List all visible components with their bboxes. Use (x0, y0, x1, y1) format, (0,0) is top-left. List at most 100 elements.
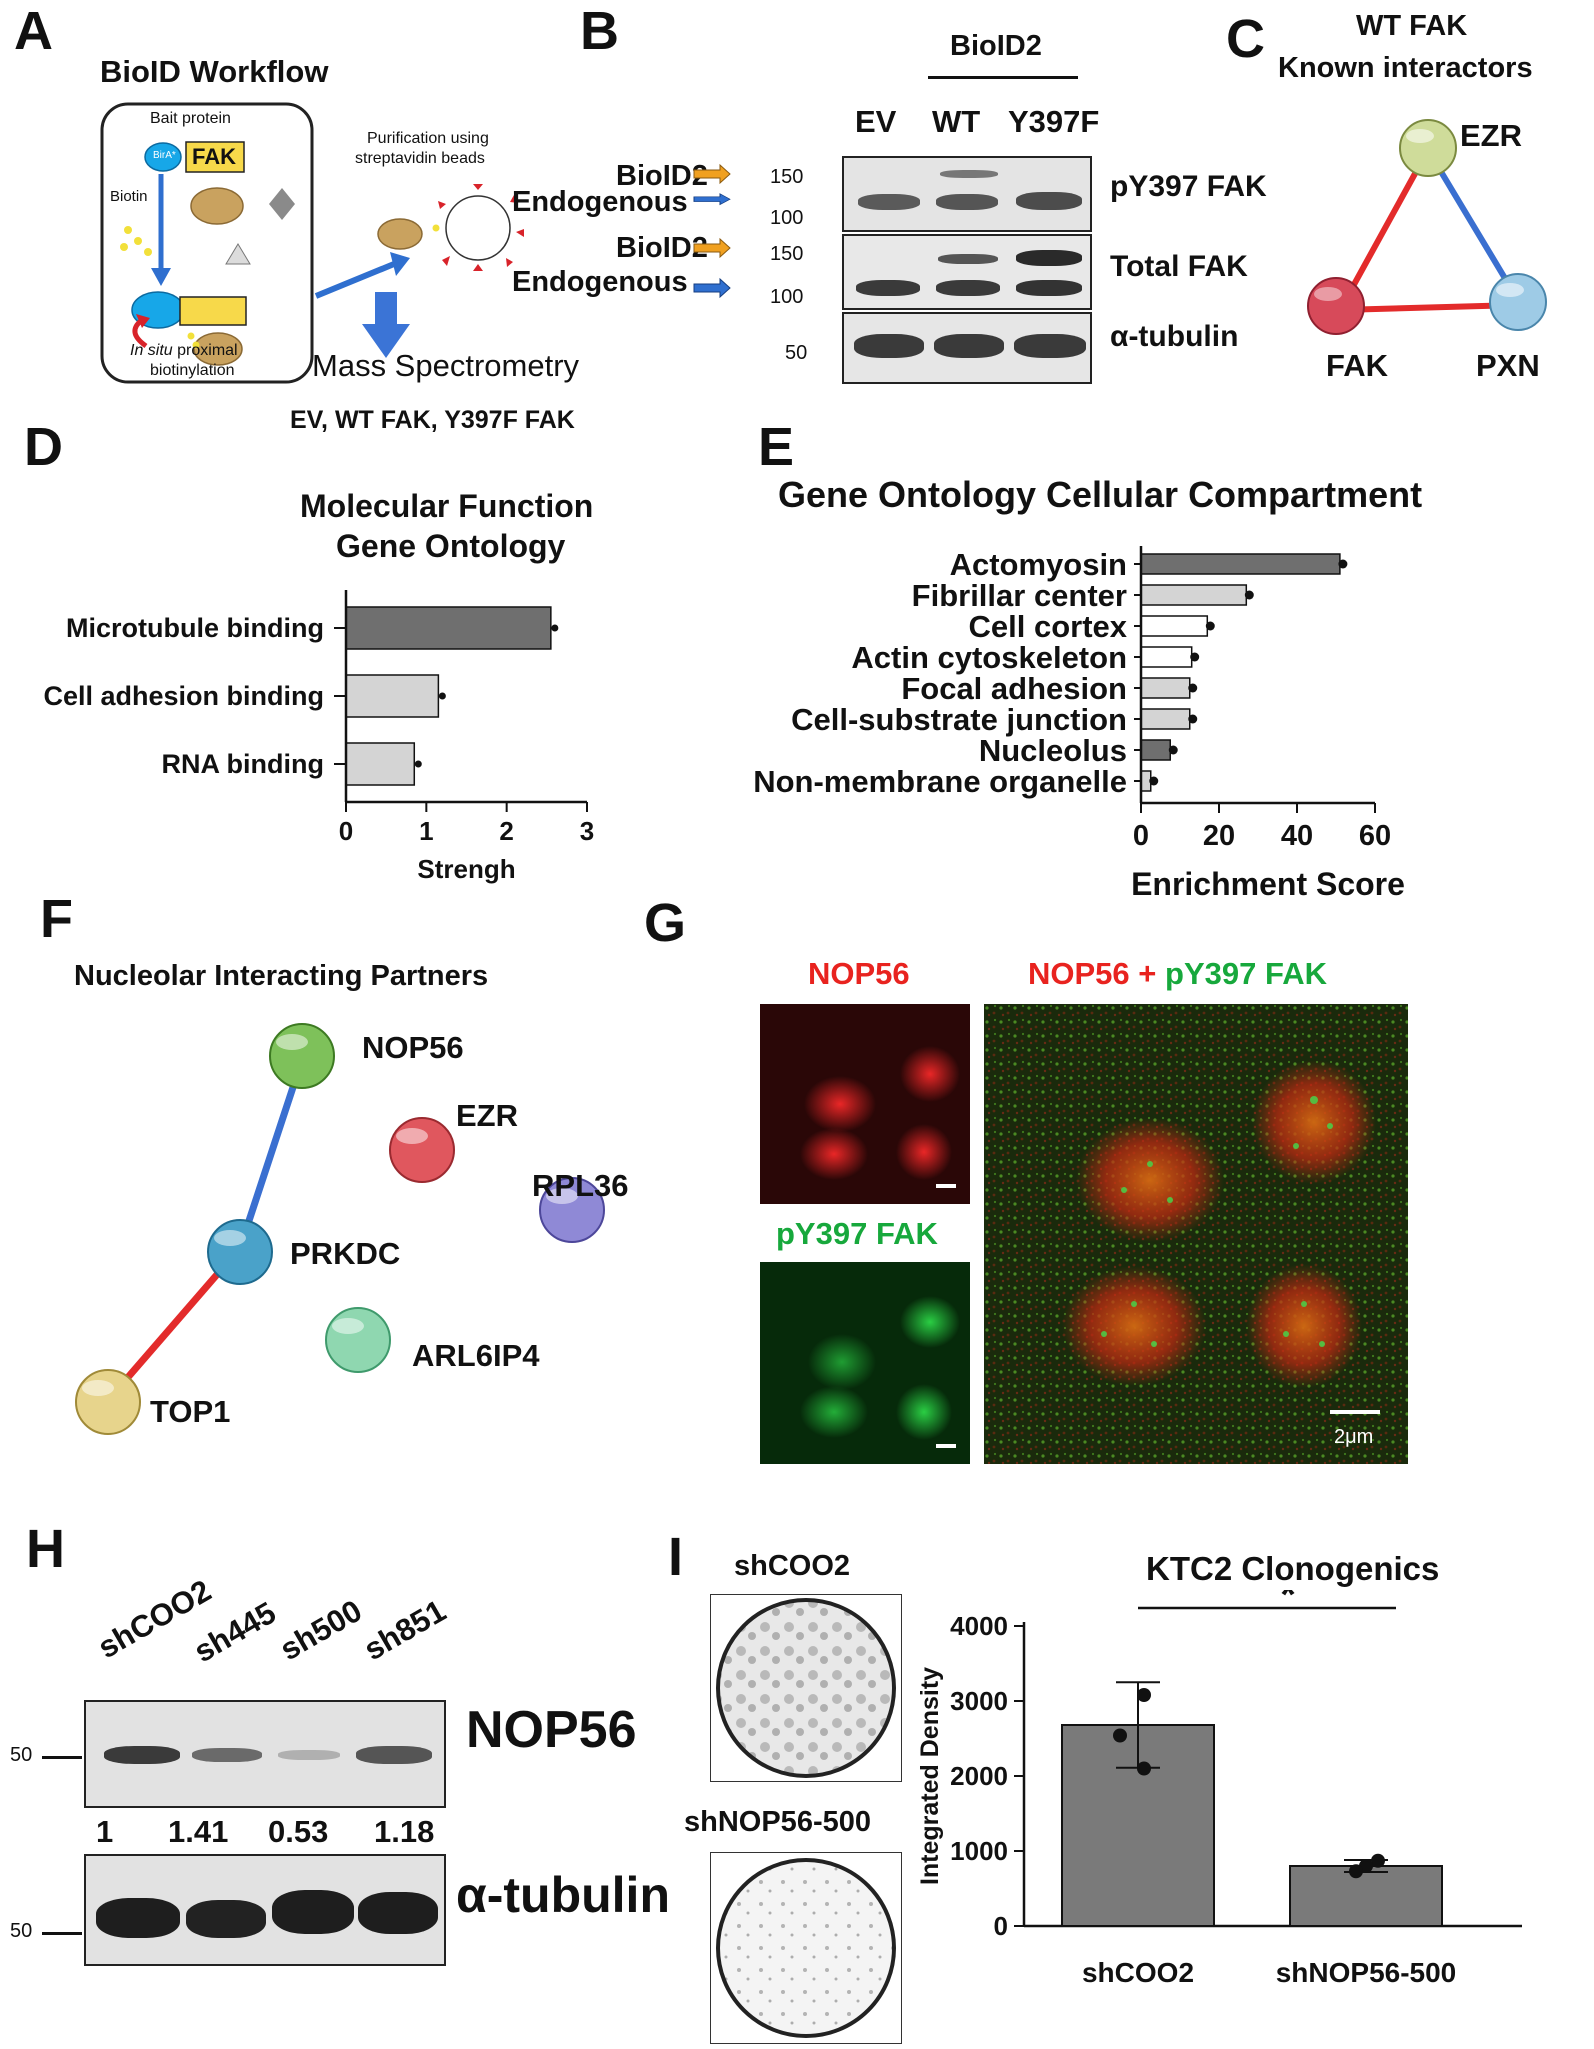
point-e-2 (1205, 621, 1215, 631)
fak-label: FAK (192, 144, 236, 169)
panel-c-title-2: Known interactors (1278, 52, 1533, 84)
blot-h-nop56 (84, 1700, 446, 1808)
marker-100-b: 100 (770, 286, 804, 308)
category-label-i-0: shCOO2 (1082, 1957, 1194, 1988)
marker-150-a: 150 (770, 166, 804, 188)
insitu-rest: proximal (172, 342, 238, 359)
bar-d-1 (345, 674, 440, 718)
node-label-arl6ip4: ARL6IP4 (412, 1338, 540, 1373)
quant-1: 1 (96, 1814, 114, 1849)
panel-i-title: KTC2 Clonogenics (1146, 1550, 1440, 1587)
row-label-py397-fak: pY397 FAK (1110, 170, 1267, 203)
blot-alpha-tubulin (842, 312, 1092, 384)
panel-letter-g: G (644, 893, 687, 953)
quant-2: 1.41 (168, 1814, 229, 1849)
point-i-0-2 (1137, 1761, 1151, 1776)
xtick-label-d-0: 0 (339, 816, 353, 846)
xtick-label-d-2: 2 (499, 816, 513, 846)
panel-letter-f: F (40, 889, 73, 949)
bioid2-group-label: BioID2 (950, 30, 1042, 62)
blot-total-fak (842, 234, 1092, 310)
xtick-label-d-3: 3 (580, 816, 594, 846)
marker-150-b: 150 (770, 243, 804, 265)
x-axis-label-d: Strengh (417, 854, 515, 884)
label-merge-green: pY397 FAK (1165, 956, 1327, 991)
bar-e-5 (1140, 708, 1191, 730)
y-axis-label-i: Integrated Density (916, 1667, 944, 1885)
lane-wt: WT (932, 104, 981, 139)
category-label-e-5: Cell-substrate junction (791, 702, 1127, 737)
well-label-shnop56: shNOP56-500 (684, 1806, 871, 1838)
category-label-e-2: Cell cortex (968, 609, 1127, 644)
significance-star-i: * (1280, 1590, 1296, 1617)
node-label-fak: FAK (1326, 348, 1388, 383)
known-interactors-network (1307, 119, 1547, 335)
point-i-0-1 (1113, 1728, 1127, 1743)
label-py397-fak: pY397 FAK (776, 1216, 938, 1251)
blot-py397-fak (842, 156, 1092, 232)
category-label-e-0: Actomyosin (950, 547, 1127, 582)
panel-c-title-1: WT FAK (1356, 10, 1468, 42)
marker-50-b: 50 (785, 342, 808, 364)
xtick-label-e-2: 40 (1281, 820, 1313, 852)
point-e-4 (1188, 683, 1198, 693)
conditions-label: EV, WT FAK, Y397F FAK (290, 406, 575, 434)
ytick-label-i-0: 0 (994, 1911, 1008, 1941)
insitu-italic: In situ (130, 342, 173, 359)
point-d-2 (414, 760, 422, 768)
point-e-5 (1188, 714, 1198, 724)
node-fak (1307, 277, 1365, 335)
endogenous-arrow-label-1: Endogenous (512, 186, 688, 218)
panel-d-title-2: Gene Ontology (336, 528, 566, 564)
panel-letter-e: E (758, 417, 795, 477)
quant-4: 1.18 (374, 1814, 435, 1849)
micrograph-nop56 (760, 1004, 970, 1204)
point-e-1 (1244, 590, 1254, 600)
bar-i-1 (1289, 1865, 1443, 1927)
ytick-label-i-4: 4000 (950, 1611, 1008, 1641)
node-label-prkdc: PRKDC (290, 1236, 401, 1271)
panel-letter-b: B (580, 1, 619, 61)
scale-bar-label: 2μm (1334, 1426, 1374, 1448)
category-label-e-1: Fibrillar center (912, 578, 1127, 613)
node-label-top1: TOP1 (150, 1394, 231, 1429)
category-label-d-1: Cell adhesion binding (43, 681, 324, 711)
marker-h-tick-a (42, 1756, 82, 1759)
lane-sh500: sh500 (274, 1592, 368, 1668)
panel-letter-d: D (24, 417, 63, 477)
label-merge-plus: + (1129, 956, 1166, 991)
biotin-workflow-diagram (100, 102, 524, 384)
category-label-e-7: Non-membrane organelle (753, 764, 1127, 799)
bioid2-arrow-label-2: BioID2 (616, 232, 708, 264)
marker-100-a: 100 (770, 207, 804, 229)
bar-d-0 (345, 606, 552, 650)
bar-e-2 (1140, 615, 1209, 637)
well-label-shcoo2: shCOO2 (734, 1550, 851, 1582)
label-merge: NOP56 + pY397 FAK (1028, 956, 1327, 992)
micrograph-py397-fak (760, 1262, 970, 1464)
xtick-label-e-1: 20 (1203, 820, 1235, 852)
xtick-label-e-3: 60 (1359, 820, 1391, 852)
node-label-nop56: NOP56 (362, 1030, 464, 1065)
micrograph-merge (984, 1004, 1408, 1464)
panel-letter-a: A (14, 1, 53, 61)
label-nop56: NOP56 (808, 956, 910, 991)
bar-d-2 (345, 742, 416, 786)
insitu-label: In situ proximal (130, 342, 238, 360)
point-d-1 (438, 692, 446, 700)
panel-letter-h: H (26, 1519, 65, 1579)
panel-f-title: Nucleolar Interacting Partners (74, 960, 489, 992)
point-i-0-0 (1137, 1688, 1151, 1702)
biotin-label: Biotin (110, 188, 148, 205)
bar-e-3 (1140, 646, 1193, 668)
bar-e-0 (1140, 553, 1341, 575)
node-label-ezr-f: EZR (456, 1098, 518, 1133)
bar-e-6 (1140, 739, 1171, 761)
panel-e-title: Gene Ontology Cellular Compartment (778, 474, 1423, 515)
bioid2-arrow-label-1: BioID2 (616, 160, 708, 192)
category-label-d-0: Microtubule binding (66, 613, 324, 643)
marker-h-50-a: 50 (10, 1744, 33, 1766)
x-axis-label-e: Enrichment Score (1131, 866, 1405, 902)
